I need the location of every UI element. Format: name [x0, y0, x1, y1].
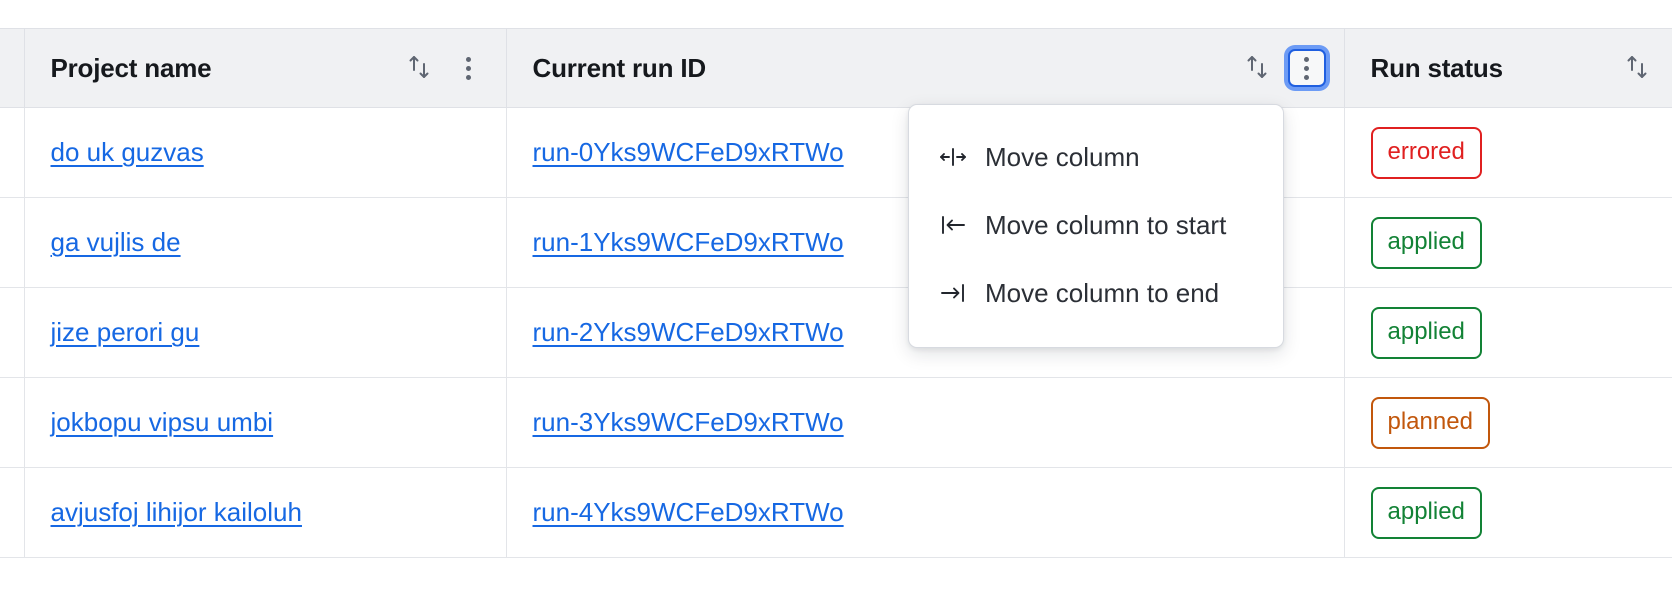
cell-project-name: jize perori gu: [24, 287, 507, 378]
table-row[interactable]: avjusfoj lihijor kailoluh run-4Yks9WCFeD…: [0, 467, 1672, 558]
table-body: do uk guzvas run-0Yks9WCFeD9xRTWo errore…: [0, 107, 1672, 558]
project-name-link[interactable]: jize perori gu: [50, 317, 200, 347]
cell-project-name: avjusfoj lihijor kailoluh: [24, 467, 507, 558]
column-header-run-status-inner: Run status: [1345, 29, 1672, 107]
run-id-link[interactable]: run-4Yks9WCFeD9xRTWo: [532, 497, 844, 527]
table-row[interactable]: do uk guzvas run-0Yks9WCFeD9xRTWo errore…: [0, 107, 1672, 198]
kebab-menu-button-current-run-id[interactable]: [1287, 49, 1326, 87]
kebab-menu-button-project-name[interactable]: [450, 49, 488, 87]
cell-run-status: planned: [1344, 377, 1672, 468]
cell-project-name: do uk guzvas: [24, 107, 507, 198]
menu-item-move-column-to-end[interactable]: Move column to end: [909, 259, 1283, 327]
table-row[interactable]: ga vujlis de run-1Yks9WCFeD9xRTWo applie…: [0, 197, 1672, 288]
table-header-row: Project name: [0, 28, 1672, 108]
run-id-link[interactable]: run-2Yks9WCFeD9xRTWo: [532, 317, 844, 347]
column-header-current-run-id[interactable]: Current run ID: [506, 28, 1345, 108]
table-row[interactable]: jize perori gu run-2Yks9WCFeD9xRTWo appl…: [0, 287, 1672, 378]
menu-item-move-column-to-start[interactable]: Move column to start: [909, 191, 1283, 259]
sort-updown-icon: [405, 52, 433, 85]
sort-updown-icon: [1623, 52, 1651, 85]
column-header-project-name[interactable]: Project name: [24, 28, 507, 108]
move-column-to-start-icon: [939, 211, 967, 239]
cell-run-status: applied: [1344, 287, 1672, 378]
project-name-link[interactable]: jokbopu vipsu umbi: [50, 407, 274, 437]
run-id-link[interactable]: run-0Yks9WCFeD9xRTWo: [532, 137, 844, 167]
cell-run-status: applied: [1344, 467, 1672, 558]
column-header-run-status-label: Run status: [1370, 52, 1504, 83]
table-container: Project name: [0, 28, 1672, 558]
sort-updown-icon-button-project-name[interactable]: [402, 51, 436, 85]
sort-updown-icon-button-run-status[interactable]: [1620, 51, 1654, 85]
row-select-cell[interactable]: [0, 467, 25, 558]
cell-run-id: run-3Yks9WCFeD9xRTWo: [506, 377, 1345, 468]
sort-updown-icon: [1243, 52, 1271, 85]
cell-run-id: run-4Yks9WCFeD9xRTWo: [506, 467, 1345, 558]
menu-item-move-column-to-start-label: Move column to start: [985, 209, 1227, 240]
column-header-current-run-id-inner: Current run ID: [507, 29, 1344, 107]
status-badge: errored: [1370, 126, 1482, 179]
column-header-run-status[interactable]: Run status: [1344, 28, 1672, 108]
project-name-link[interactable]: ga vujlis de: [50, 227, 181, 257]
project-name-link[interactable]: avjusfoj lihijor kailoluh: [50, 497, 302, 527]
column-header-select: [0, 28, 25, 108]
move-column-horizontal-icon: [939, 143, 967, 171]
column-header-project-name-label: Project name: [50, 52, 212, 83]
sort-updown-icon-button-current-run-id[interactable]: [1240, 51, 1274, 85]
status-badge: applied: [1370, 486, 1482, 539]
run-id-link[interactable]: run-1Yks9WCFeD9xRTWo: [532, 227, 844, 257]
cell-project-name: ga vujlis de: [24, 197, 507, 288]
project-name-link[interactable]: do uk guzvas: [50, 137, 204, 167]
status-badge: applied: [1370, 216, 1482, 269]
row-select-cell[interactable]: [0, 107, 25, 198]
move-column-to-end-icon: [939, 279, 967, 307]
column-context-menu: Move column Move column to start Move co…: [908, 104, 1284, 348]
kebab-menu-icon: [466, 56, 471, 80]
projects-table: Project name: [0, 28, 1672, 558]
table-row[interactable]: jokbopu vipsu umbi run-3Yks9WCFeD9xRTWo …: [0, 377, 1672, 468]
row-select-cell[interactable]: [0, 377, 25, 468]
cell-run-status: errored: [1344, 107, 1672, 198]
status-badge: applied: [1370, 306, 1482, 359]
kebab-menu-icon: [1304, 56, 1309, 80]
run-id-link[interactable]: run-3Yks9WCFeD9xRTWo: [532, 407, 844, 437]
menu-item-move-column[interactable]: Move column: [909, 123, 1283, 191]
column-header-current-run-id-label: Current run ID: [532, 52, 707, 83]
cell-run-status: applied: [1344, 197, 1672, 288]
column-header-project-name-inner: Project name: [25, 29, 506, 107]
menu-item-move-column-to-end-label: Move column to end: [985, 277, 1220, 308]
table-header: Project name: [0, 28, 1672, 108]
menu-item-move-column-label: Move column: [985, 141, 1140, 172]
row-select-cell[interactable]: [0, 197, 25, 288]
cell-project-name: jokbopu vipsu umbi: [24, 377, 507, 468]
row-select-cell[interactable]: [0, 287, 25, 378]
status-badge: planned: [1370, 396, 1490, 449]
